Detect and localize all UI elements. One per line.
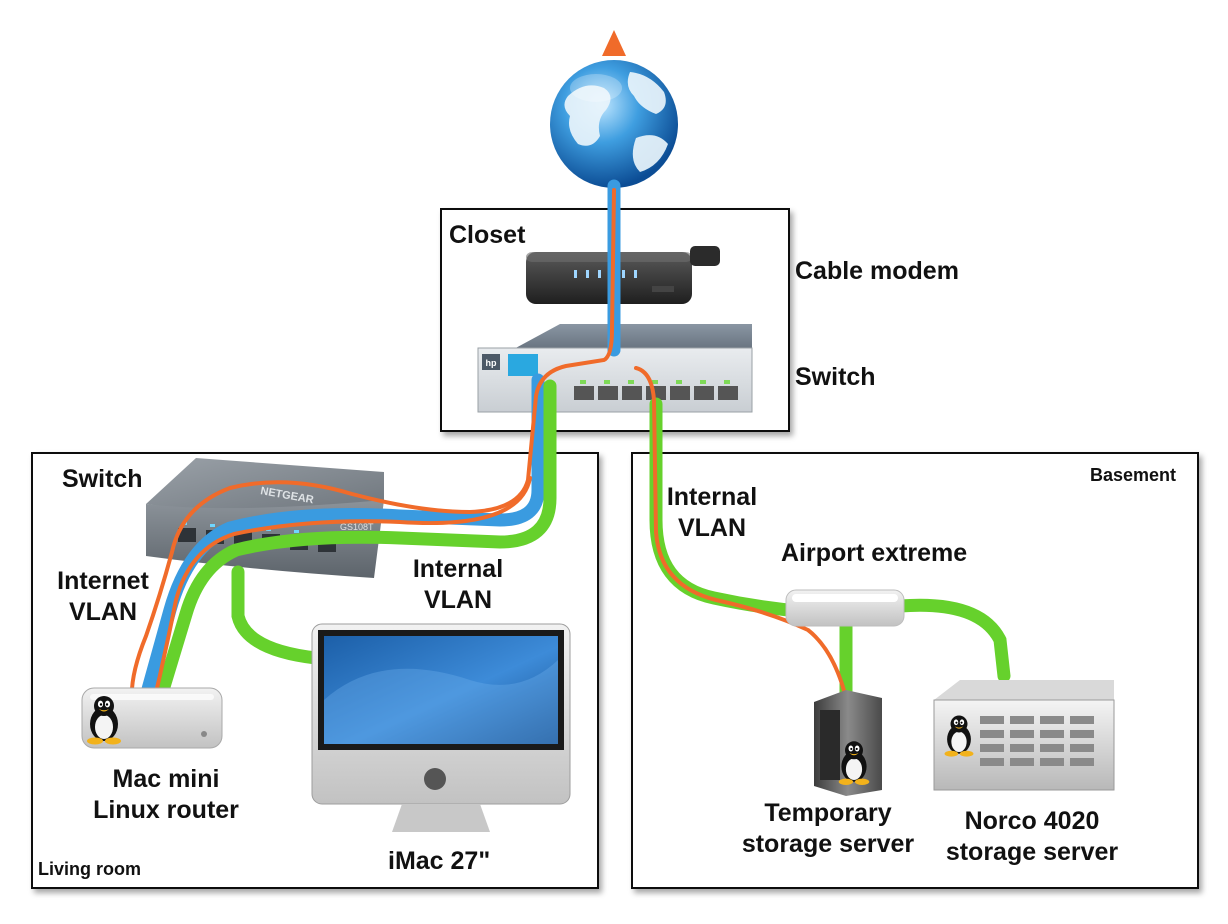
- temp-storage-server-device: [814, 690, 882, 796]
- cable-modem-device: [526, 246, 720, 304]
- traffic-path-line: [129, 188, 850, 720]
- mac-mini-label-line1: Mac mini: [112, 765, 220, 793]
- temp-storage-server-line1: Temporary: [764, 799, 892, 827]
- basement-internal-vlan-label: Internal VLAN: [654, 482, 770, 545]
- cable-modem-label: Cable modem: [795, 257, 959, 285]
- internet-globe-icon: [550, 60, 678, 188]
- living-internal-vlan-line1: Internal: [412, 555, 504, 583]
- norco-storage-server-label: Norco 4020 storage server: [940, 806, 1124, 869]
- airport-extreme-device: [785, 589, 905, 627]
- living-internet-vlan-line1: Internet: [57, 567, 149, 595]
- apple-logo-icon: [424, 768, 446, 790]
- living-switch-label: Switch: [62, 465, 143, 493]
- airport-extreme-label: Airport extreme: [781, 539, 968, 567]
- basement-room-label: Basement: [1090, 465, 1177, 485]
- imac-device: [311, 623, 571, 832]
- netgear-model-text: GS108T: [340, 522, 374, 532]
- upstream-arrow-icon: [602, 30, 626, 56]
- norco-storage-server-line1: Norco 4020: [964, 807, 1100, 835]
- living-room-label: Living room: [38, 859, 141, 879]
- mac-mini-label: Mac mini Linux router: [66, 764, 266, 827]
- temp-storage-server-line2: storage server: [741, 830, 915, 859]
- imac-internal-vlan-cable: [231, 565, 323, 665]
- living-internet-vlan-line2: VLAN: [68, 598, 138, 627]
- imac-label: iMac 27": [388, 847, 491, 875]
- living-internal-vlan-line2: VLAN: [423, 586, 493, 615]
- basement-internal-vlan-line1: Internal: [666, 483, 758, 511]
- basement-internal-vlan-line2: VLAN: [677, 514, 747, 543]
- living-internal-vlan-label: Internal VLAN: [400, 554, 516, 617]
- temp-storage-server-label: Temporary storage server: [736, 798, 920, 861]
- hp-logo-text: hp: [486, 358, 497, 368]
- closet-switch-label: Switch: [795, 363, 876, 391]
- living-internet-vlan-label: Internet VLAN: [46, 566, 160, 629]
- norco-storage-server-line2: storage server: [945, 838, 1119, 867]
- mac-mini-device: [81, 687, 223, 749]
- norco-storage-server-device: [933, 680, 1115, 791]
- closet-room-label: Closet: [449, 221, 526, 249]
- mac-mini-label-line2: Linux router: [93, 796, 239, 825]
- basement-room-box: [631, 452, 1199, 889]
- living-internal-vlan-cable: [153, 379, 557, 707]
- closet-switch-device: hp: [477, 324, 753, 413]
- traffic-path-loop: [148, 476, 532, 720]
